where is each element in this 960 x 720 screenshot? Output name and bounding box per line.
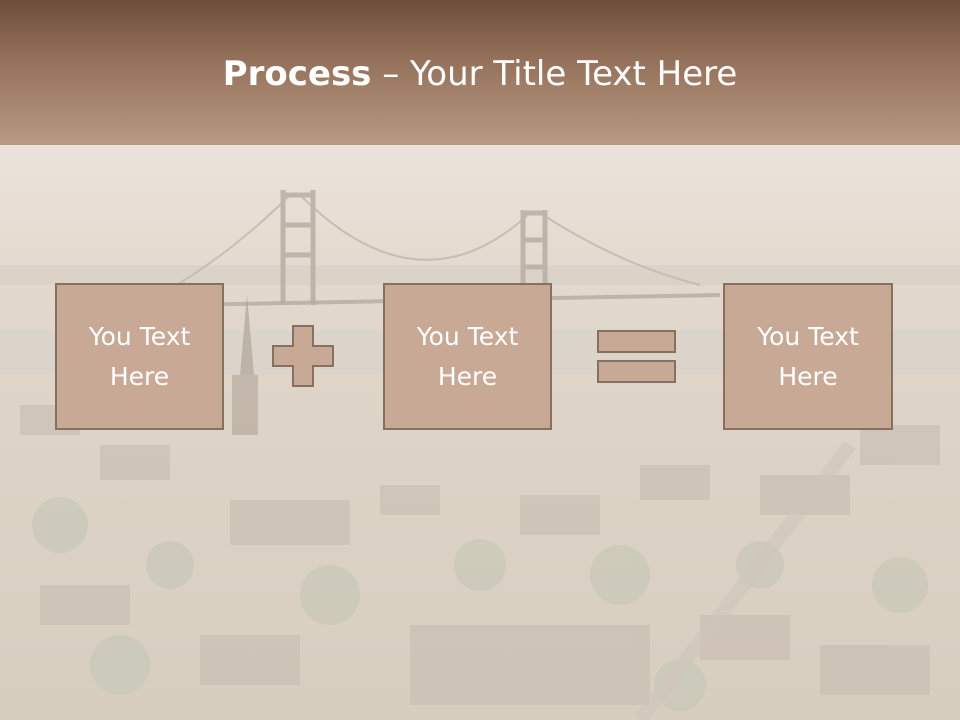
title-bar	[0, 0, 960, 145]
step-box-3[interactable]: You Text Here	[723, 283, 893, 430]
step-box-2[interactable]: You Text Here	[383, 283, 552, 430]
title-bold-part: Process	[222, 54, 372, 94]
title-rest-part: – Your Title Text Here	[371, 54, 738, 94]
step-box-1[interactable]: You Text Here	[55, 283, 224, 430]
step-label-2: You Text Here	[416, 321, 519, 391]
step-label-1: You Text Here	[88, 321, 191, 391]
step-label-3: You Text Here	[757, 321, 859, 391]
slide-title[interactable]: Process – Your Title Text Here	[0, 52, 960, 96]
plus-icon	[272, 325, 334, 387]
city-bridge-illustration	[0, 190, 960, 720]
equals-icon	[597, 330, 676, 383]
background-city-photo	[0, 145, 960, 720]
